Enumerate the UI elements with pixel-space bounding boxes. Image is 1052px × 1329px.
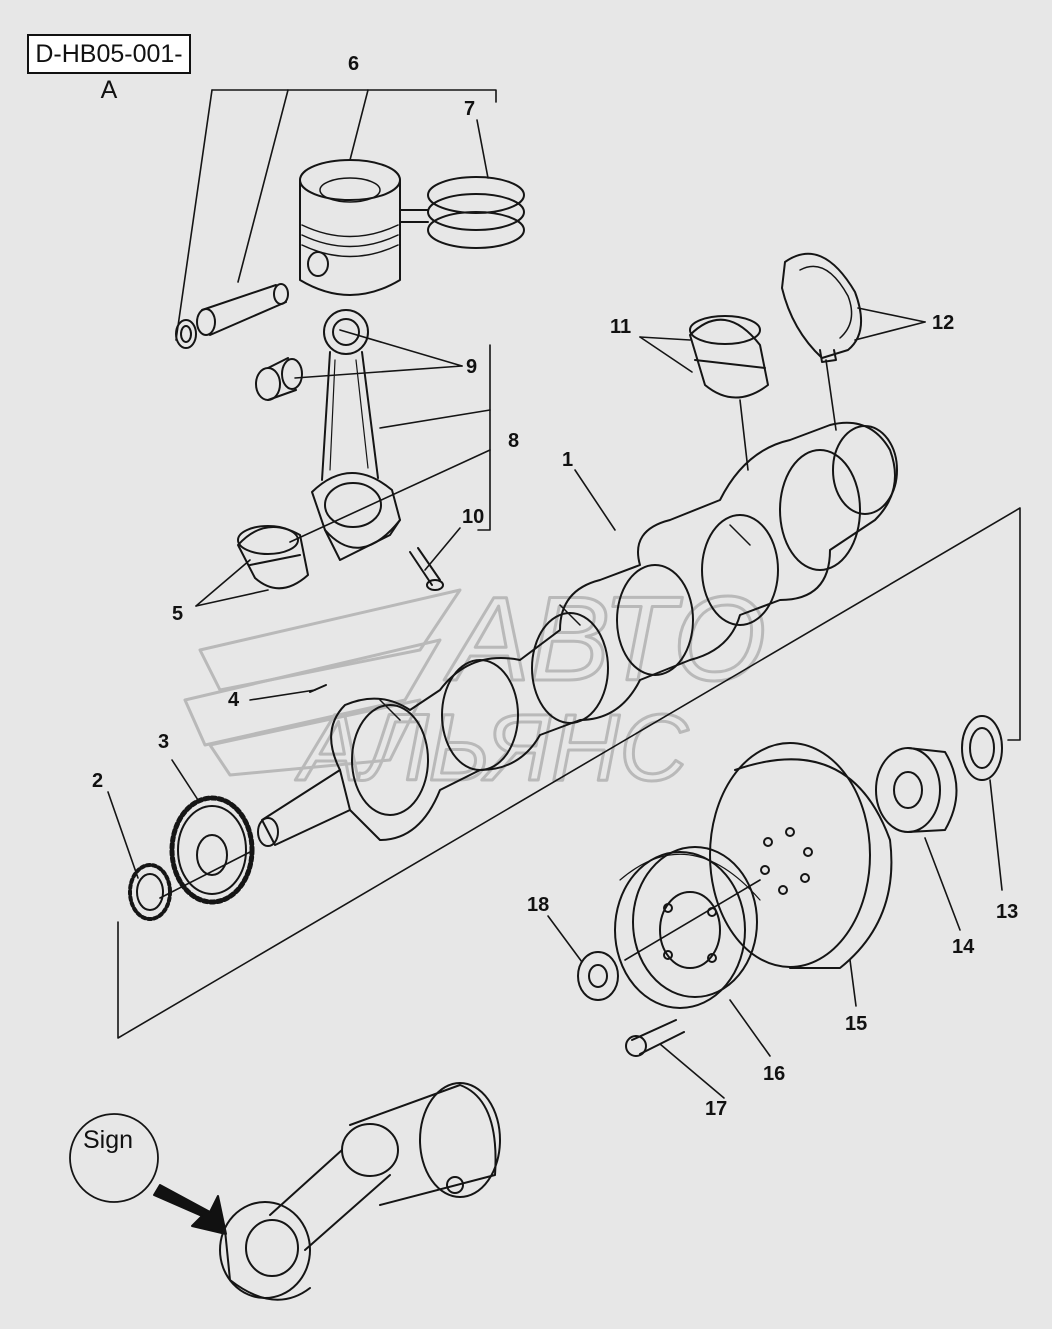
callout-5: 5 [172, 603, 183, 625]
watermark-line2: АЛЬЯНС [295, 695, 689, 801]
rod-bearing-shells [237, 525, 309, 590]
sign-label: Sign [83, 1126, 133, 1154]
connecting-rod [311, 309, 401, 561]
callout-4: 4 [228, 689, 240, 711]
drawing-code: D-HB05-001-A [35, 40, 183, 104]
woodruff-key [309, 684, 327, 693]
circlip [175, 319, 197, 349]
callout-12: 12 [932, 312, 954, 334]
callout-2: 2 [92, 770, 103, 792]
crank-gear [169, 795, 255, 905]
pulley [614, 846, 761, 1009]
watermark-logo: АВТО АЛЬЯНС [183, 571, 768, 803]
main-bearing-shells [689, 315, 769, 399]
small-end-bush [255, 357, 303, 401]
callout-labels: 1 2 3 4 5 6 7 8 9 10 11 12 13 14 15 16 1… [92, 53, 1018, 1120]
callout-13: 13 [996, 901, 1018, 923]
thrust-washers [781, 252, 863, 363]
vibration-damper [709, 742, 893, 969]
callout-9: 9 [466, 356, 477, 378]
castle-nut [577, 951, 619, 1001]
callout-8: 8 [508, 430, 519, 452]
callout-7: 7 [464, 98, 475, 120]
callout-3: 3 [158, 731, 169, 753]
rod-bolt [409, 547, 444, 591]
callout-16: 16 [763, 1063, 785, 1085]
sign-detail: Sign [69, 1082, 501, 1301]
hub [875, 747, 958, 833]
drawing-code-box: D-HB05-001-A [27, 34, 191, 104]
callout-14: 14 [952, 936, 975, 958]
piston [299, 159, 401, 296]
callout-10: 10 [462, 506, 484, 528]
seal-plate [961, 715, 1003, 781]
watermark-line1: АВТО [444, 572, 766, 706]
crankshaft [257, 421, 898, 847]
pulley-bolt [625, 1019, 685, 1057]
piston-rings [399, 176, 525, 249]
piston-pin [196, 283, 289, 336]
callout-11: 11 [610, 316, 631, 338]
callout-18: 18 [527, 894, 549, 916]
callout-6: 6 [348, 53, 359, 75]
callout-17: 17 [705, 1098, 727, 1120]
callout-15: 15 [845, 1013, 867, 1035]
small-gear [128, 863, 172, 921]
callout-1: 1 [562, 449, 573, 471]
